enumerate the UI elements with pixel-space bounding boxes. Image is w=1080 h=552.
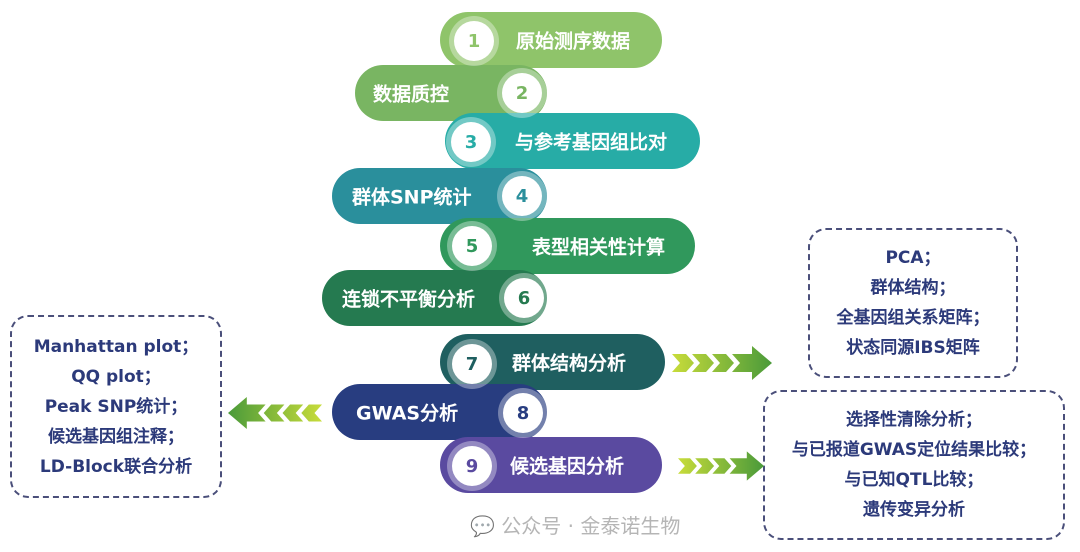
gwas-outputs-box: Manhattan plot； QQ plot； Peak SNP统计； 候选基… [10, 315, 222, 498]
step-3-number: 3 [451, 122, 491, 162]
step-3-label: 与参考基因组比对 [515, 131, 668, 154]
box-line: QQ plot； [71, 366, 161, 387]
step-4-number: 4 [502, 176, 542, 216]
box-line: 遗传变异分析 [863, 500, 965, 520]
watermark: 💬 公众号 · 金泰诺生物 [470, 512, 680, 540]
step-4-label: 群体SNP统计 [352, 186, 472, 209]
step-8-pill: GWAS分析 [332, 384, 547, 440]
step-5-number: 5 [452, 226, 492, 266]
box-line: 选择性清除分析； [846, 410, 982, 430]
box-line: 候选基因组注释； [48, 426, 184, 447]
step-6-pill: 连锁不平衡分析 [322, 270, 547, 326]
step-8-label: GWAS分析 [356, 402, 459, 425]
box-line: Peak SNP统计； [44, 396, 188, 417]
box-line: 全基因组关系矩阵； [836, 308, 990, 328]
wechat-icon: 💬 [470, 514, 495, 538]
step-1-number: 1 [454, 21, 494, 61]
step-5-label: 表型相关性计算 [532, 236, 666, 259]
step-8-number: 8 [503, 393, 543, 433]
step-9-label: 候选基因分析 [510, 455, 625, 478]
box-line: 状态同源IBS矩阵 [846, 338, 980, 358]
box-line: PCA； [885, 248, 941, 268]
box-line: Manhattan plot； [33, 336, 199, 357]
step-2-number: 2 [502, 73, 542, 113]
step-5-pill: 表型相关性计算 [440, 218, 695, 274]
left-arrow-icon [228, 397, 322, 429]
step-6-label: 连锁不平衡分析 [342, 288, 476, 311]
right-arrow-icon [678, 451, 764, 481]
step-1-label: 原始测序数据 [516, 30, 631, 53]
box-line: 与已知QTL比较； [844, 470, 984, 490]
step-9-number: 9 [452, 446, 492, 486]
step-6-number: 6 [504, 278, 544, 318]
right-arrow-icon [672, 346, 772, 380]
step-2-label: 数据质控 [373, 83, 450, 106]
step-7-label: 群体结构分析 [512, 352, 627, 375]
box-line: LD-Block联合分析 [39, 456, 193, 477]
step-7-number: 7 [452, 344, 492, 384]
structure-outputs-box: PCA； 群体结构； 全基因组关系矩阵； 状态同源IBS矩阵 [808, 228, 1018, 378]
watermark-text: 公众号 · 金泰诺生物 [501, 514, 681, 538]
box-line: 与已报道GWAS定位结果比较； [791, 440, 1037, 460]
candidate-outputs-box: 选择性清除分析； 与已报道GWAS定位结果比较； 与已知QTL比较； 遗传变异分… [763, 390, 1065, 540]
box-line: 群体结构； [870, 278, 956, 298]
